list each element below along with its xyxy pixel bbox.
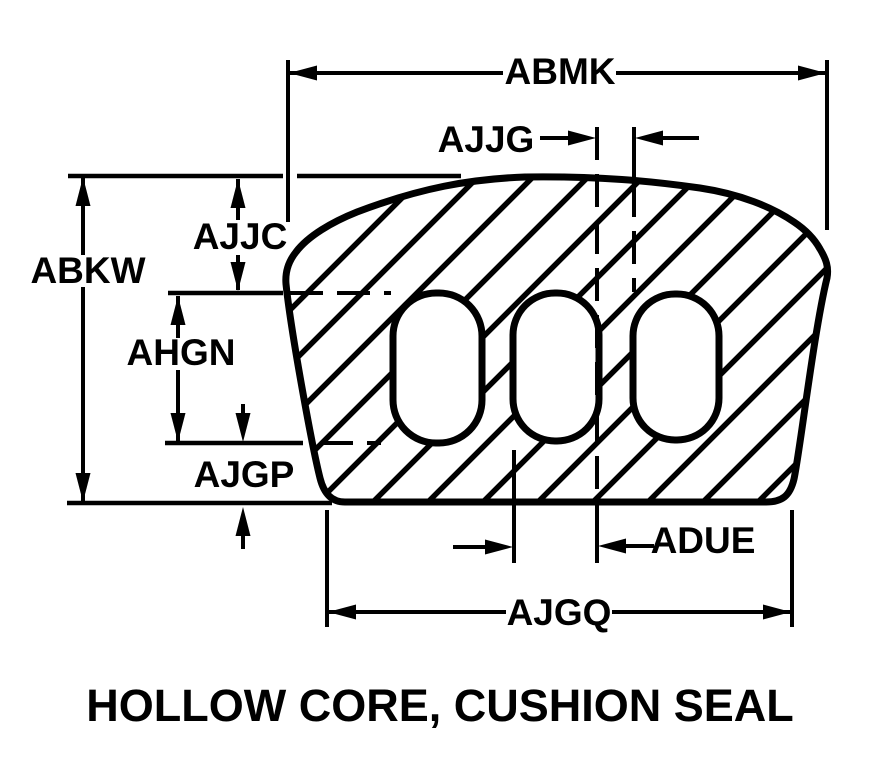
abkw-arrowhead-up xyxy=(75,177,91,206)
ajjg-arrowhead-right xyxy=(568,130,596,146)
adue-arrowhead-right xyxy=(485,539,513,555)
ahgn-label: AHGN xyxy=(127,332,236,373)
figure-title: HOLLOW CORE, CUSHION SEAL xyxy=(86,680,794,731)
adue-label: ADUE xyxy=(651,520,756,561)
abmk-arrowhead-right xyxy=(798,65,826,81)
dimension-adue: ADUE xyxy=(453,520,755,561)
abmk-arrowhead-left xyxy=(289,65,317,81)
dimension-ajgp: AJGP xyxy=(194,404,295,549)
ajgq-arrowhead-left xyxy=(328,604,356,620)
ajgq-label: AJGQ xyxy=(507,592,612,633)
adue-arrowhead-left xyxy=(598,538,626,554)
dimension-ajjc: AJJC xyxy=(193,179,288,291)
ajgp-arrowhead-down xyxy=(235,413,251,442)
ajjc-arrowhead-down xyxy=(230,262,246,291)
abmk-label: ABMK xyxy=(505,51,616,92)
dimension-ajgq: AJGQ xyxy=(325,510,794,633)
core-tangent-lines xyxy=(512,127,636,563)
dimension-ajjg: AJJG xyxy=(438,119,699,160)
abkw-arrowhead-down xyxy=(75,473,91,502)
dimension-ahgn: AHGN xyxy=(127,296,236,442)
seal-body-outline xyxy=(282,173,832,506)
ahgn-arrowhead-up xyxy=(170,296,186,325)
hollow-core-left xyxy=(389,289,486,447)
ajgp-label: AJGP xyxy=(194,454,295,495)
ajjc-label: AJJC xyxy=(193,216,288,257)
dimension-abkw: ABKW xyxy=(30,177,146,502)
dimension-abmk: ABMK xyxy=(286,51,829,230)
ajjg-label: AJJG xyxy=(438,119,535,160)
abkw-label: ABKW xyxy=(30,250,145,291)
ajjg-arrowhead-left xyxy=(635,130,663,146)
hollow-core-right xyxy=(629,290,723,444)
ahgn-arrowhead-down xyxy=(170,413,186,442)
ajjc-arrowhead-up xyxy=(230,179,246,208)
ajgq-arrowhead-right xyxy=(763,604,791,620)
ajgp-arrowhead-up xyxy=(235,507,251,536)
reference-lines xyxy=(67,173,461,506)
hollow-core-middle xyxy=(509,289,603,445)
hollow-cores xyxy=(389,289,723,447)
